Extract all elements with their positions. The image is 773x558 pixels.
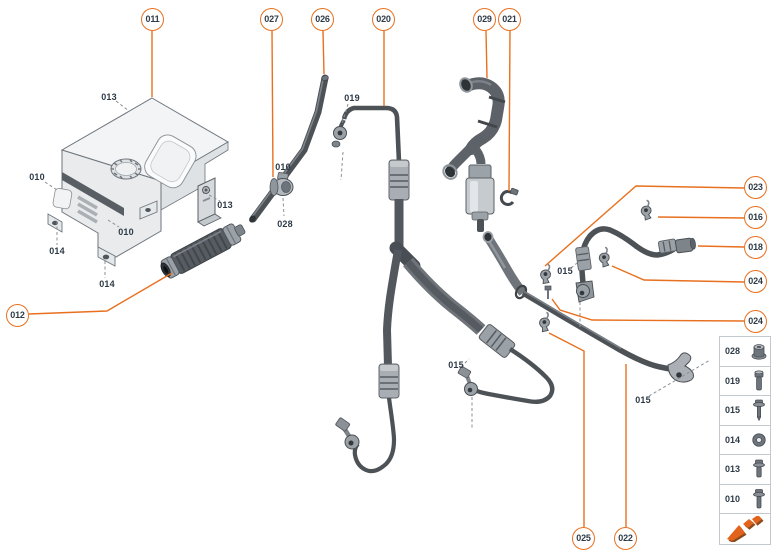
callout-024-b[interactable]: 024: [744, 310, 767, 333]
part-label-013: 013: [101, 92, 117, 102]
legend-row-014: 014: [720, 426, 770, 455]
part-label-014: 014: [49, 246, 65, 256]
legend-row-010: 010: [720, 485, 770, 514]
part-label-010: 010: [275, 162, 291, 172]
part-label-015: 015: [557, 266, 573, 276]
callout-020[interactable]: 020: [372, 8, 395, 31]
part-hose-assembly: [335, 105, 486, 474]
legend-row-019: 019: [720, 367, 770, 396]
leader-lines: [28, 30, 745, 527]
part-label-015: 015: [635, 395, 651, 405]
flange-bolt-icon: [753, 488, 765, 509]
part-hose-return: [457, 324, 555, 405]
part-label-010: 010: [118, 227, 134, 237]
legend-row-015: 015: [720, 396, 770, 426]
part-damper: [160, 223, 246, 279]
part-label-019: 019: [344, 93, 360, 103]
legend-row-logo: [720, 514, 770, 544]
callout-024-a[interactable]: 024: [744, 270, 767, 293]
callout-022[interactable]: 022: [614, 527, 637, 550]
part-reservoir: [47, 97, 229, 267]
callout-021[interactable]: 021: [498, 8, 521, 31]
legend-row-028: 028: [720, 337, 770, 367]
callout-029[interactable]: 029: [473, 8, 496, 31]
part-molded-hose-filter: [442, 77, 528, 300]
part-clips: [536, 199, 655, 333]
flange-nut-icon: [751, 344, 767, 360]
washer-icon: [752, 433, 766, 447]
callout-018[interactable]: 018: [744, 236, 767, 259]
dashed-lines: [44, 100, 711, 428]
part-hose-arch: [575, 226, 696, 303]
callout-026[interactable]: 026: [311, 8, 334, 31]
fasteners-legend: 028 019 015 014 013: [719, 336, 771, 545]
callout-027[interactable]: 027: [260, 8, 283, 31]
part-clamp-bracket: [269, 172, 294, 196]
flange-bolt-short-icon: [753, 459, 765, 478]
legend-row-013: 013: [720, 455, 770, 485]
hex-bolt-icon: [754, 370, 764, 391]
callout-016[interactable]: 016: [744, 206, 767, 229]
part-label-028: 028: [277, 219, 293, 229]
part-label-013: 013: [217, 200, 233, 210]
callout-012[interactable]: 012: [6, 304, 29, 327]
part-banjo-fitting: [331, 118, 347, 148]
part-hose-long: [521, 290, 694, 383]
part-spring-clamp: [499, 187, 519, 206]
part-label-014: 014: [99, 279, 115, 289]
part-label-015: 015: [448, 360, 464, 370]
part-pipe: [249, 74, 329, 223]
part-label-010: 010: [29, 172, 45, 182]
brand-arrow-logo: [727, 515, 764, 542]
callout-011[interactable]: 011: [141, 8, 164, 31]
callout-025[interactable]: 025: [572, 527, 595, 550]
flange-bolt-pointed-icon: [753, 399, 765, 422]
callout-023[interactable]: 023: [744, 176, 767, 199]
